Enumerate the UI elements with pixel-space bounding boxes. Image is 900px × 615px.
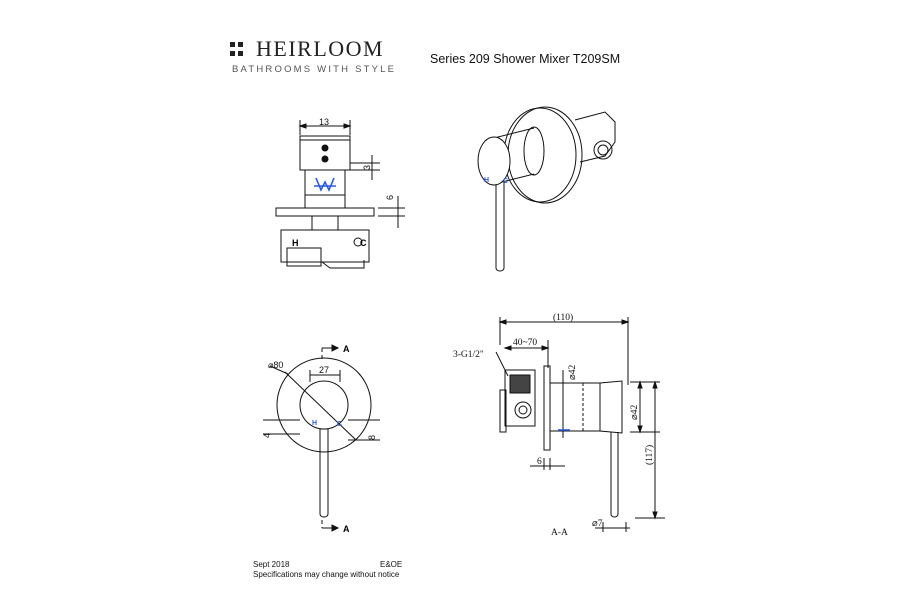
- document-title: Series 209 Shower Mixer T209SM: [430, 52, 621, 66]
- front-hot-label: H: [312, 420, 317, 427]
- brand-tagline: BATHROOMS WITH STYLE: [232, 64, 397, 75]
- iso-hot-label: H: [484, 177, 489, 184]
- brand-name: HEIRLOOM: [256, 36, 385, 61]
- section-view: [495, 317, 665, 532]
- dim-lever-dia-label: ⌀7: [592, 519, 603, 529]
- hot-label: H: [292, 238, 299, 248]
- dim-height-label: (117): [644, 445, 655, 465]
- section-mark-top: A: [343, 344, 350, 354]
- dim-diameter-label: ⌀80: [268, 360, 283, 370]
- dim-body-dia-label: ⌀42: [568, 365, 578, 380]
- iso-cold-label: C: [503, 178, 508, 185]
- dim-handle-dia-label: ⌀42: [630, 405, 640, 420]
- footer-notice: Specifications may change without notice: [253, 570, 400, 579]
- isometric-view: [477, 106, 616, 272]
- dim-overall-label: (110): [553, 312, 573, 323]
- dim-4-label: 4: [262, 433, 272, 438]
- dim-width-label: 13: [319, 117, 329, 127]
- heirloom-logo-icon: [230, 42, 243, 56]
- section-mark-bottom: A: [343, 524, 350, 534]
- footer-eoe: E&OE: [380, 560, 403, 569]
- thread-label: 3-G1/2": [453, 350, 484, 360]
- dim-small-label: 3: [362, 165, 372, 170]
- section-label: A-A: [551, 528, 568, 538]
- dim-8-label: 8: [367, 435, 377, 440]
- top-elevation-view: [275, 120, 405, 269]
- footer-date: Sept 2018: [253, 560, 290, 569]
- cold-label: C: [360, 238, 367, 248]
- dim-plate-label: 6: [537, 457, 542, 467]
- front-view: [263, 344, 380, 532]
- dim-plate-label: 6: [385, 195, 395, 200]
- front-cold-label: C: [337, 421, 342, 428]
- dim-range-label: 40~70: [513, 338, 537, 348]
- dim-27-label: 27: [319, 365, 329, 375]
